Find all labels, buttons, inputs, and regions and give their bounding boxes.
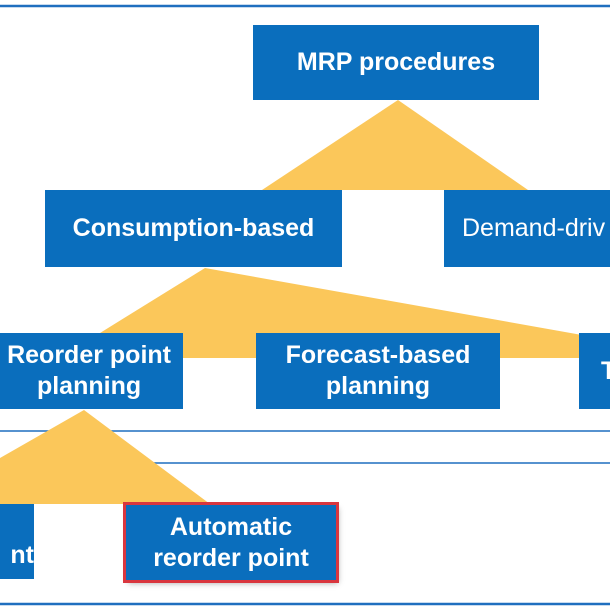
reorder-point-line2: planning xyxy=(36,372,142,400)
forecast-based-line1: Forecast-based xyxy=(285,341,471,369)
reorder-point-planning-label: Reorder point planning xyxy=(7,340,171,402)
manual-reorder-point-label: nt xyxy=(10,541,34,569)
mrp-procedures-label: MRP procedures xyxy=(296,48,496,76)
forecast-based-planning-box: Forecast-based planning xyxy=(256,333,500,409)
automatic-reorder-point-box: Automatic reorder point xyxy=(123,502,339,583)
demand-driven-label: Demand-driv xyxy=(462,214,606,242)
automatic-line1: Automatic xyxy=(169,512,293,541)
consumption-based-label: Consumption-based xyxy=(72,214,315,242)
forecast-based-line2: planning xyxy=(325,372,431,400)
time-phased-label: T xyxy=(601,356,610,385)
reorder-point-planning-box: Reorder point planning xyxy=(0,333,183,409)
time-phased-planning-box: T xyxy=(579,333,610,409)
reorder-point-line1: Reorder point xyxy=(7,341,171,369)
connector-root-to-level1 xyxy=(262,100,528,190)
automatic-reorder-point-label: Automatic reorder point xyxy=(153,512,309,574)
forecast-based-planning-label: Forecast-based planning xyxy=(286,340,471,402)
connector-reorder-to-level3 xyxy=(0,410,210,504)
automatic-line2: reorder point xyxy=(153,543,309,572)
consumption-based-box: Consumption-based xyxy=(45,190,342,267)
demand-driven-box: Demand-driv xyxy=(444,190,610,267)
manual-reorder-point-box: nt xyxy=(0,504,34,579)
mrp-procedures-box: MRP procedures xyxy=(253,25,539,100)
